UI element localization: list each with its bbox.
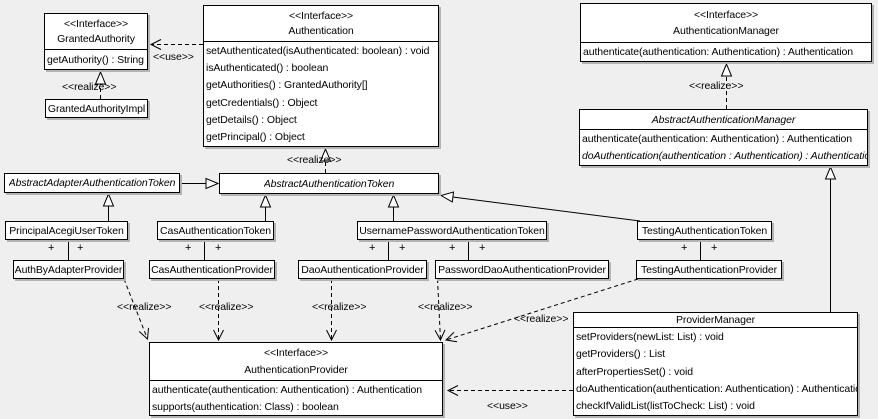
method: getCredentials() : Object bbox=[206, 96, 318, 109]
class-name: UsernamePasswordAuthenticationToken bbox=[359, 224, 545, 237]
class-name: AuthByAdapterProvider bbox=[14, 263, 123, 276]
class-header: ProviderManager bbox=[574, 313, 857, 328]
generalization-line-testing-to-abstracttoken[interactable] bbox=[439, 191, 641, 222]
class-name: GrantedAuthorityImpl bbox=[47, 102, 146, 115]
method: authenticate(authentication: Authenticat… bbox=[582, 132, 853, 145]
association-end-plus: + bbox=[48, 242, 55, 254]
association-end-plus: + bbox=[449, 242, 456, 254]
method: getAuthorities() : GrantedAuthority[] bbox=[206, 79, 368, 92]
realize-line-passworddaoprovider-authenticationprovider[interactable] bbox=[434, 278, 446, 342]
class-password-dao-authentication-provider[interactable]: PasswordDaoAuthenticationProvider bbox=[435, 260, 609, 279]
association-end-plus: + bbox=[369, 242, 376, 254]
method: supports(authentication: Class) : boolea… bbox=[152, 400, 339, 413]
method-list: authenticate(authentication: Authenticat… bbox=[580, 130, 867, 165]
class-header: <<Interface>> AuthenticationManager bbox=[581, 4, 871, 43]
class-cas-authentication-provider[interactable]: CasAuthenticationProvider bbox=[149, 260, 275, 279]
class-cas-authentication-token[interactable]: CasAuthenticationToken bbox=[157, 221, 274, 240]
stereotype-label: <<Interface>> bbox=[693, 8, 759, 21]
class-name: AbstractAdapterAuthenticationToken bbox=[8, 177, 176, 189]
method: authenticate(authentication: Authenticat… bbox=[583, 46, 854, 58]
class-name: TestingAuthenticationToken bbox=[641, 224, 768, 237]
method-list: authenticate(authentication: Authenticat… bbox=[581, 43, 871, 61]
class-testing-authentication-provider[interactable]: TestingAuthenticationProvider bbox=[636, 260, 782, 279]
class-auth-by-adapter-provider[interactable]: AuthByAdapterProvider bbox=[13, 260, 124, 279]
method: afterPropertiesSet() : void bbox=[576, 365, 693, 378]
realize-label: <<realize>> bbox=[312, 301, 367, 313]
method-list: setAuthenticated(isAuthenticated: boolea… bbox=[204, 42, 438, 146]
class-authentication[interactable]: <<Interface>> Authentication setAuthenti… bbox=[203, 5, 439, 147]
class-name: AuthenticationManager bbox=[673, 25, 779, 38]
class-name: Authentication bbox=[288, 25, 354, 38]
stereotype-label: <<Interface>> bbox=[263, 347, 329, 360]
class-principal-acegi-user-token[interactable]: PrincipalAcegiUserToken bbox=[5, 221, 128, 240]
realize-label: <<realize>> bbox=[514, 313, 569, 325]
association-end-plus: + bbox=[479, 242, 486, 254]
class-name: TestingAuthenticationProvider bbox=[640, 263, 777, 276]
class-authentication-manager[interactable]: <<Interface>> AuthenticationManager auth… bbox=[580, 3, 872, 62]
class-name: CasAuthenticationProvider bbox=[151, 263, 273, 276]
class-authentication-provider[interactable]: <<Interface>> AuthenticationProvider aut… bbox=[149, 342, 443, 416]
association-end-plus: + bbox=[711, 242, 718, 254]
class-name: GrantedAuthority bbox=[57, 33, 135, 46]
class-abstract-authentication-manager[interactable]: AbstractAuthenticationManager authentica… bbox=[579, 109, 868, 166]
method-list: getAuthority() : String bbox=[45, 50, 147, 69]
association-end-plus: + bbox=[185, 242, 192, 254]
class-testing-authentication-token[interactable]: TestingAuthenticationToken bbox=[637, 221, 772, 240]
realize-label: <<realize>> bbox=[62, 81, 117, 93]
class-provider-manager[interactable]: ProviderManager setProviders(newList: Li… bbox=[573, 312, 858, 416]
class-header: <<Interface>> Authentication bbox=[204, 6, 438, 42]
method: authenticate(authentication: Authenticat… bbox=[152, 383, 423, 396]
class-granted-authority-impl[interactable]: GrantedAuthorityImpl bbox=[45, 99, 148, 118]
method: isAuthenticated() : boolean bbox=[206, 61, 329, 74]
method: getPrincipal() : Object bbox=[206, 131, 305, 144]
use-label: <<use>> bbox=[153, 51, 194, 63]
class-name: AuthenticationProvider bbox=[244, 363, 348, 376]
class-name: AbstractAuthenticationManager bbox=[651, 113, 796, 126]
method-list: authenticate(authentication: Authenticat… bbox=[150, 381, 442, 415]
method: checkIfValidList(listToCheck: List) : vo… bbox=[576, 400, 755, 413]
class-name: ProviderManager bbox=[675, 314, 756, 326]
class-username-password-authentication-token[interactable]: UsernamePasswordAuthenticationToken bbox=[357, 221, 547, 240]
method-list: setProviders(newList: List) : void getPr… bbox=[574, 328, 857, 415]
method: setAuthenticated(isAuthenticated: boolea… bbox=[206, 44, 430, 57]
realize-line-testingprovider-authenticationprovider[interactable] bbox=[444, 278, 639, 343]
association-end-plus: + bbox=[77, 242, 84, 254]
realize-label: <<realize>> bbox=[287, 154, 342, 166]
stereotype-label: <<Interface>> bbox=[288, 9, 354, 22]
class-header: <<Interface>> GrantedAuthority bbox=[45, 14, 147, 50]
class-name: PasswordDaoAuthenticationProvider bbox=[438, 263, 606, 276]
method: getDetails() : Object bbox=[206, 113, 297, 126]
class-granted-authority[interactable]: <<Interface>> GrantedAuthority getAuthor… bbox=[44, 13, 148, 70]
class-name: PrincipalAcegiUserToken bbox=[9, 224, 124, 237]
use-label: <<use>> bbox=[487, 400, 528, 412]
class-dao-authentication-provider[interactable]: DaoAuthenticationProvider bbox=[298, 260, 427, 279]
method: doAuthentication(authentication: Authent… bbox=[576, 382, 857, 395]
class-name: CasAuthenticationToken bbox=[159, 224, 272, 237]
method: getAuthority() : String bbox=[47, 53, 144, 66]
association-end-plus: + bbox=[215, 242, 222, 254]
association-end-plus: + bbox=[399, 242, 406, 254]
class-name: DaoAuthenticationProvider bbox=[301, 263, 424, 276]
realize-line-authbyadapter-authenticationprovider[interactable] bbox=[123, 278, 150, 341]
realize-label: <<realize>> bbox=[199, 301, 254, 313]
association-end-plus: + bbox=[681, 242, 688, 254]
realize-label: <<realize>> bbox=[689, 80, 744, 92]
realize-label: <<realize>> bbox=[418, 301, 473, 313]
class-name: AbstractAuthenticationToken bbox=[263, 177, 395, 190]
method: setProviders(newList: List) : void bbox=[576, 330, 724, 343]
realize-label: <<realize>> bbox=[117, 301, 172, 313]
class-header: <<Interface>> AuthenticationProvider bbox=[150, 343, 442, 381]
stereotype-label: <<Interface>> bbox=[63, 17, 129, 30]
class-header: AbstractAuthenticationManager bbox=[580, 110, 867, 130]
class-abstract-adapter-authentication-token[interactable]: AbstractAdapterAuthenticationToken bbox=[4, 173, 180, 193]
class-abstract-authentication-token[interactable]: AbstractAuthenticationToken bbox=[219, 173, 439, 194]
method: getProviders() : List bbox=[576, 348, 665, 361]
method: doAuthentication(authentication : Authen… bbox=[582, 150, 867, 163]
